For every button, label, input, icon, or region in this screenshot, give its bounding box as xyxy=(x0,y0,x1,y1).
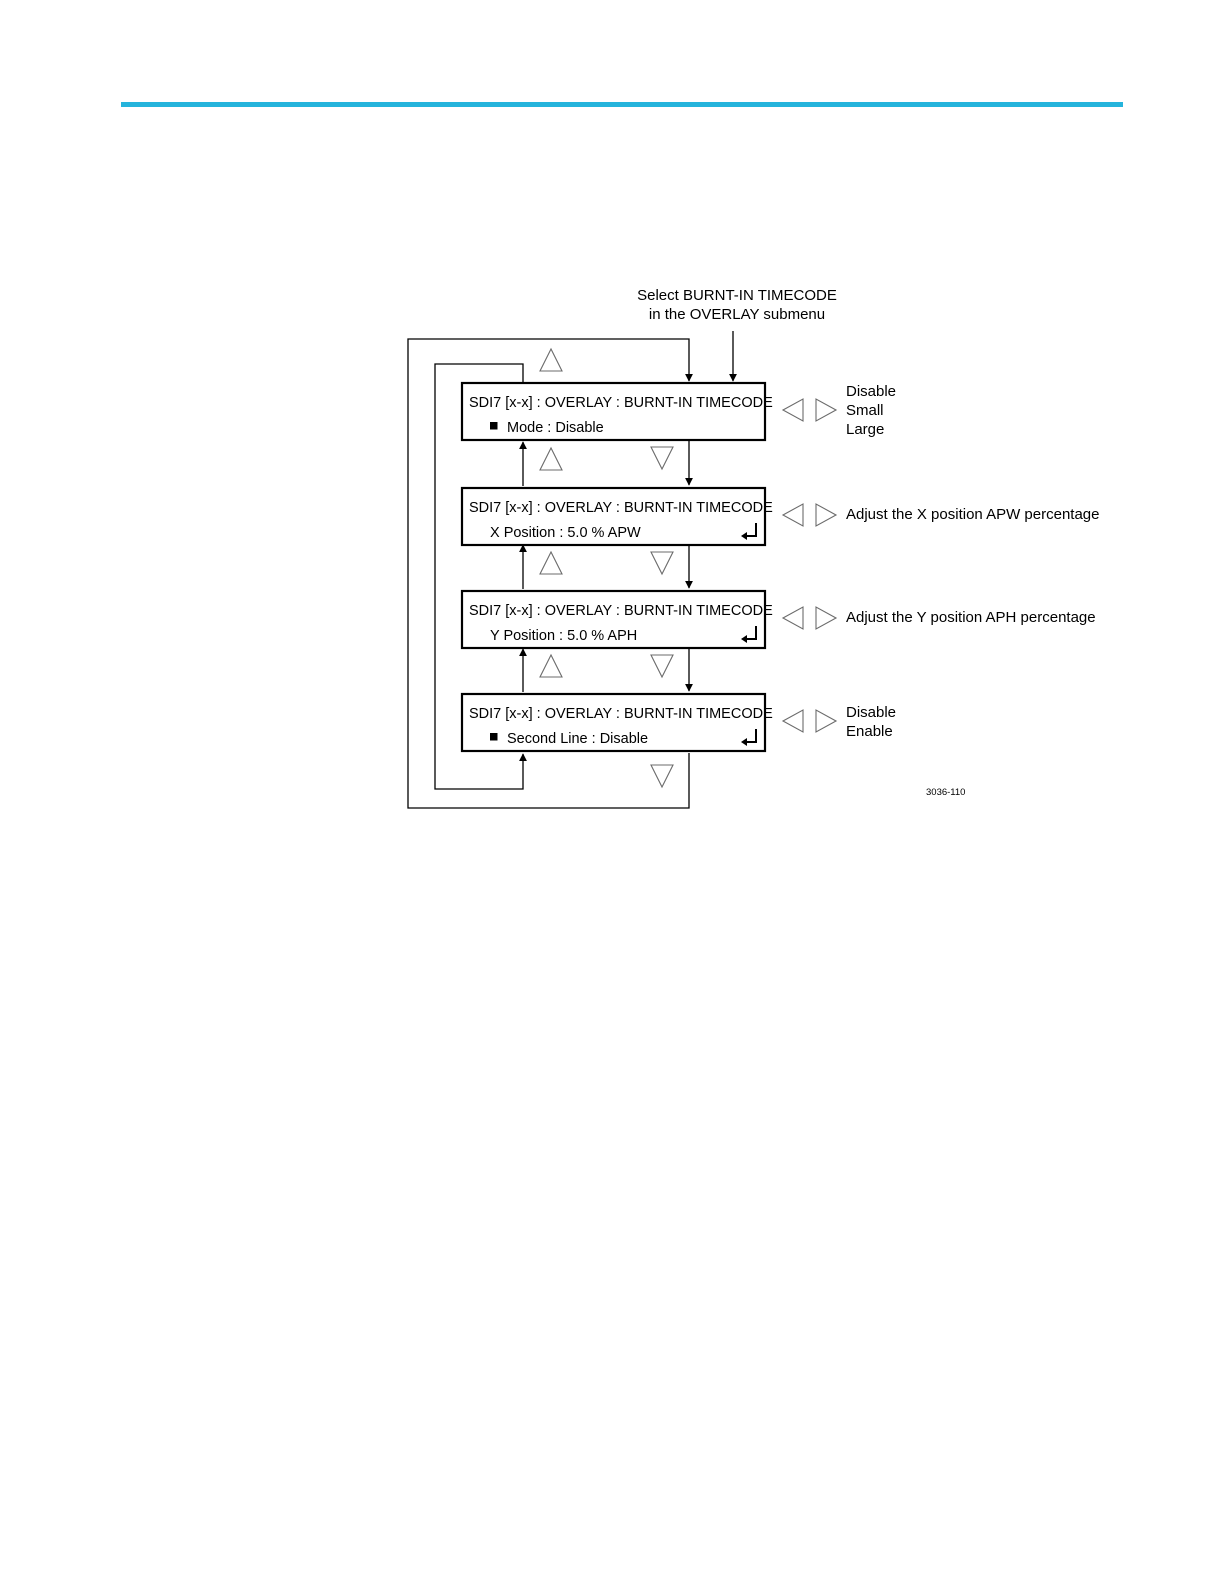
left-arrow-icon xyxy=(781,606,804,630)
option-label-3-1: Adjust the Y position APH percentage xyxy=(846,609,1096,626)
down-arrow-icon xyxy=(650,446,674,471)
option-label-1-1: Disable xyxy=(846,383,896,400)
enter-icon-head xyxy=(741,635,747,643)
bullet-square-icon xyxy=(490,422,498,430)
diagram-labels: Select BURNT-IN TIMECODE in the OVERLAY s… xyxy=(637,287,1099,798)
menu-screen-title: SDI7 [x-x] : OVERLAY : BURNT-IN TIMECODE xyxy=(469,603,773,619)
option-label-4-1: Disable xyxy=(846,704,896,721)
option-label-1-2: Small xyxy=(846,402,884,419)
wrap-down-loop xyxy=(407,338,693,809)
left-arrow-icon xyxy=(781,503,804,527)
right-arrow-icon xyxy=(815,709,838,733)
up-arrow-icon xyxy=(539,446,563,471)
menu-screen-value: Y Position : 5.0 % APH xyxy=(490,628,637,644)
header-rule xyxy=(121,102,1123,107)
down-arrow-icon xyxy=(650,654,674,679)
down-arrow-icon xyxy=(650,764,674,789)
figure-id: 3036-110 xyxy=(926,787,965,798)
menu-screen-4: SDI7 [x-x] : OVERLAY : BURNT-IN TIMECODE… xyxy=(460,692,773,753)
menu-screen-value: Second Line : Disable xyxy=(507,731,648,747)
menu-screen-value: X Position : 5.0 % APW xyxy=(490,525,641,541)
menu-screen-value: Mode : Disable xyxy=(507,420,604,436)
menu-screen-title: SDI7 [x-x] : OVERLAY : BURNT-IN TIMECODE xyxy=(469,395,773,411)
right-arrow-icon xyxy=(815,503,838,527)
menu-screen-title: SDI7 [x-x] : OVERLAY : BURNT-IN TIMECODE xyxy=(469,706,773,722)
menu-screen-1: SDI7 [x-x] : OVERLAY : BURNT-IN TIMECODE… xyxy=(460,381,773,442)
entry-label-line-2: in the OVERLAY submenu xyxy=(649,306,825,323)
menu-screen-frame xyxy=(460,381,767,442)
menu-screen-3: SDI7 [x-x] : OVERLAY : BURNT-IN TIMECODE… xyxy=(460,589,773,650)
enter-icon-head xyxy=(741,738,747,746)
left-arrow-icon xyxy=(781,709,804,733)
menu-screen-title: SDI7 [x-x] : OVERLAY : BURNT-IN TIMECODE xyxy=(469,500,773,516)
menu-screen-2: SDI7 [x-x] : OVERLAY : BURNT-IN TIMECODE… xyxy=(460,486,773,547)
up-arrow-icon xyxy=(539,347,563,372)
option-label-4-2: Enable xyxy=(846,723,893,740)
left-arrow-icon xyxy=(781,398,804,422)
wrap-up-loop xyxy=(434,363,527,790)
bullet-square-icon xyxy=(490,733,498,741)
connector-lines xyxy=(407,331,737,809)
right-arrow-icon xyxy=(815,398,838,422)
right-arrow-icon xyxy=(815,606,838,630)
menu-screens: SDI7 [x-x] : OVERLAY : BURNT-IN TIMECODE… xyxy=(460,381,773,753)
option-label-1-3: Large xyxy=(846,421,884,438)
up-arrow-icon xyxy=(539,653,563,678)
enter-icon-head xyxy=(741,532,747,540)
option-label-2-1: Adjust the X position APW percentage xyxy=(846,506,1099,523)
enter-icon xyxy=(745,729,757,743)
navigation-arrows xyxy=(539,347,838,789)
menu-screen-frame xyxy=(460,486,767,547)
down-arrow-icon xyxy=(650,551,674,576)
menu-screen-frame xyxy=(460,692,767,753)
up-arrow-icon xyxy=(539,550,563,575)
entry-label-line-1: Select BURNT-IN TIMECODE xyxy=(637,287,837,304)
enter-icon xyxy=(745,626,757,640)
menu-screen-frame xyxy=(460,589,767,650)
enter-icon xyxy=(745,523,757,537)
